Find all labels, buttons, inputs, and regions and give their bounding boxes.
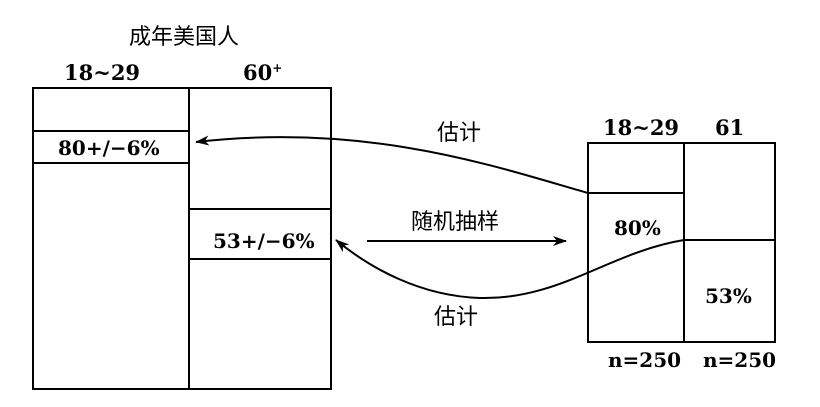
sample-col-young: 18~29	[603, 115, 680, 140]
random-sampling-label: 随机抽样	[411, 210, 500, 235]
estimate-label-bottom: 估计	[434, 305, 479, 330]
population-box	[32, 87, 332, 390]
population-col-young: 18~29	[64, 60, 141, 85]
sample-outline	[587, 142, 776, 343]
old-estimate-label: 53+/−6%	[213, 229, 315, 253]
sample-old-value: 53%	[705, 284, 752, 308]
estimate-arrow-bottom	[335, 239, 685, 300]
sample-young-value: 80%	[614, 216, 661, 240]
sample-n-young: n=250	[608, 348, 682, 372]
population-col-old: 60+	[243, 60, 283, 85]
estimate-label-top: 估计	[437, 121, 482, 146]
sample-col-old: 61	[715, 115, 745, 140]
population-title: 成年美国人	[129, 25, 240, 50]
estimate-arrow-top	[195, 135, 589, 194]
young-estimate-label: 80+/−6%	[58, 136, 160, 160]
population-outline	[32, 87, 332, 390]
sample-box	[587, 142, 776, 343]
sample-n-old: n=250	[703, 348, 777, 372]
